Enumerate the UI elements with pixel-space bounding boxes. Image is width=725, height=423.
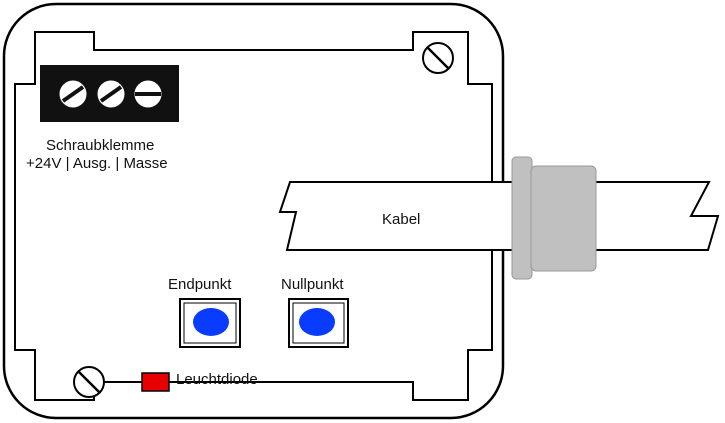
endpoint-button-label: Endpunkt	[168, 276, 232, 293]
terminal-screw-icon	[97, 80, 125, 108]
enclosure-inner	[14, 31, 493, 401]
button-dot	[299, 308, 335, 336]
zeropoint-button[interactable]	[288, 298, 349, 348]
cable-gland	[511, 156, 597, 280]
cable-outer	[594, 181, 720, 251]
cable-label: Kabel	[382, 211, 420, 228]
terminal-pins-label: +24V | Ausg. | Masse	[26, 155, 168, 172]
endpoint-button[interactable]	[179, 298, 241, 348]
mounting-screw-top-right	[422, 42, 454, 74]
led-indicator	[141, 372, 170, 392]
terminal-name-label: Schraubklemme	[46, 137, 154, 154]
cable-inner	[278, 181, 512, 251]
mounting-screw-bottom-left	[73, 366, 105, 398]
terminal-screw-icon	[134, 80, 162, 108]
led-label: Leuchtdiode	[176, 371, 258, 388]
terminal-screw-icon	[59, 80, 87, 108]
zeropoint-button-label: Nullpunkt	[281, 276, 344, 293]
terminal-block	[40, 65, 179, 122]
button-dot	[193, 308, 229, 336]
